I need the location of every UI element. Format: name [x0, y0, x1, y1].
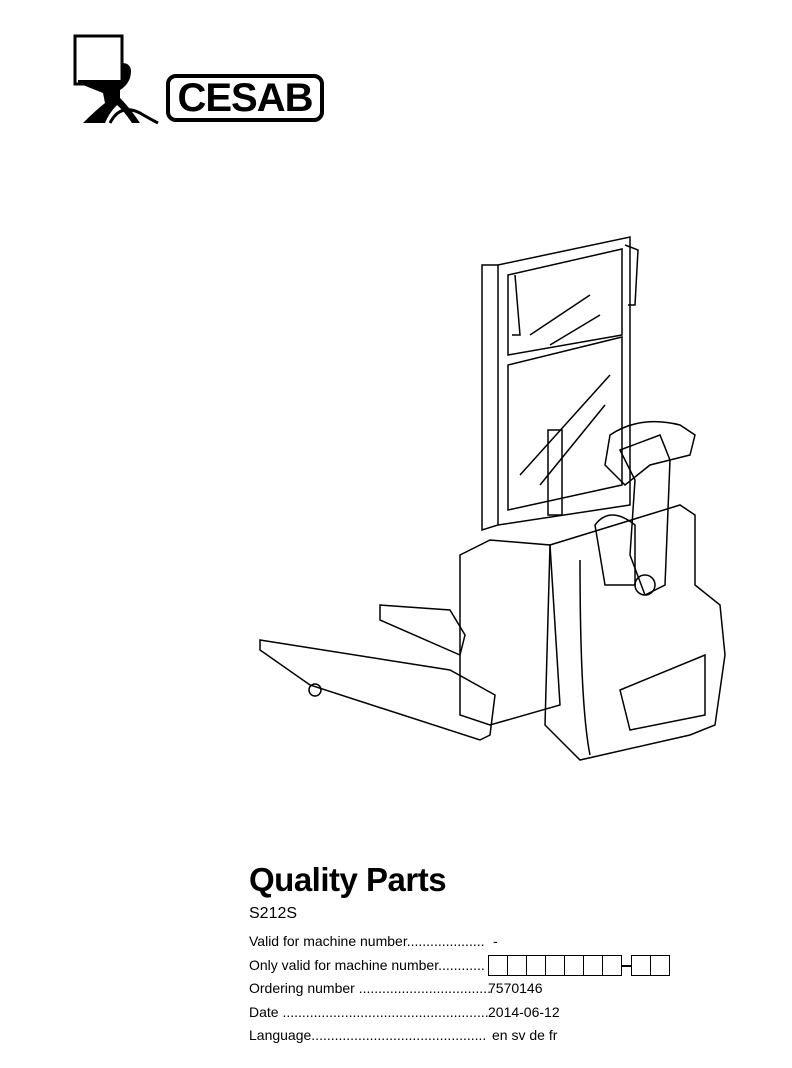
valid-for-machine-value: -	[493, 933, 498, 949]
machine-number-box	[545, 955, 565, 976]
machine-number-box	[507, 955, 527, 976]
machine-number-box	[526, 955, 546, 976]
machine-number-box	[602, 955, 622, 976]
ordering-number-label: Ordering number ........................…	[249, 980, 491, 996]
cesab-logo	[70, 33, 330, 128]
logo-figure-icon	[73, 34, 159, 125]
machine-number-box	[488, 955, 508, 976]
machine-number-box	[631, 955, 651, 976]
machine-number-box	[650, 955, 670, 976]
document-title: Quality Parts	[249, 861, 447, 898]
machine-number-boxes	[488, 955, 670, 976]
machine-number-dash	[622, 964, 632, 967]
ordering-number-value: 7570146	[488, 980, 543, 996]
only-valid-for-machine-label: Only valid for machine number...........…	[249, 957, 485, 973]
machine-number-box	[583, 955, 603, 976]
model-name: S212S	[249, 905, 298, 922]
valid-for-machine-label: Valid for machine number................…	[249, 933, 485, 949]
logo-text: CESAB	[166, 74, 324, 122]
machine-number-box	[564, 955, 584, 976]
language-label: Language................................…	[249, 1027, 487, 1043]
language-value: en sv de fr	[492, 1027, 558, 1043]
date-label: Date ...................................…	[249, 1004, 489, 1020]
pallet-stacker-illustration	[259, 236, 726, 761]
date-value: 2014-06-12	[488, 1004, 560, 1020]
